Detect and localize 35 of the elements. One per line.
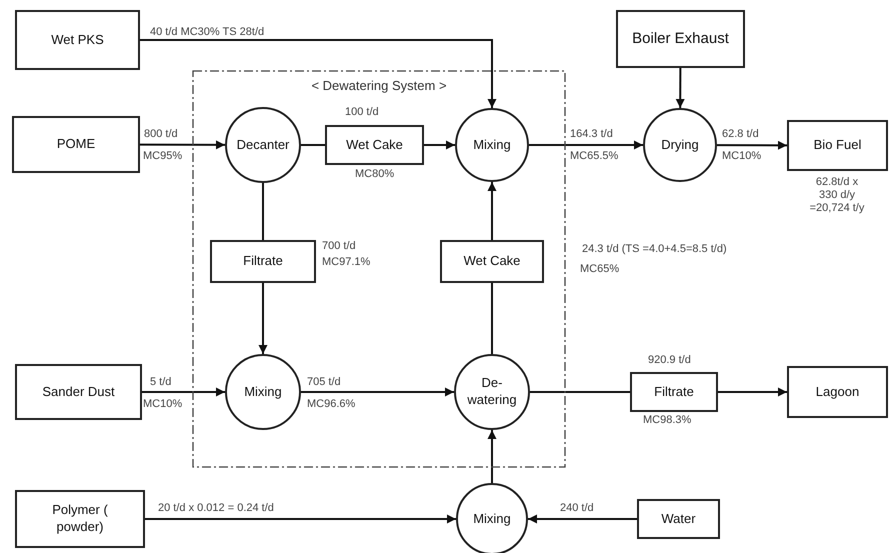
process-circle: Drying [643, 108, 717, 182]
process-circle: Mixing [455, 108, 529, 182]
process-box: Filtrate [630, 372, 718, 412]
flow-arrow [488, 182, 496, 240]
flow-arrow [488, 430, 496, 483]
process-box: Polymer ( powder) [15, 490, 145, 548]
process-box: Sander Dust [15, 364, 142, 420]
flow-arrow [140, 39, 496, 108]
flow-arrow [140, 140, 225, 150]
region-title: < Dewatering System > [310, 78, 448, 93]
process-box: Wet Cake [440, 240, 544, 283]
flow-arrow [528, 514, 637, 524]
flow-arrow [424, 140, 455, 150]
process-circle: Mixing [456, 483, 528, 553]
process-box: Filtrate [210, 240, 316, 283]
process-box: Lagoon [787, 366, 888, 418]
process-circle: Decanter [225, 107, 301, 183]
process-box: Wet Cake [325, 125, 424, 165]
process-box: Water [637, 499, 720, 539]
flow-arrow [258, 283, 268, 354]
process-box: Wet PKS [15, 10, 140, 70]
flow-arrow [717, 140, 787, 150]
process-box: POME [12, 116, 140, 173]
flow-arrow [718, 388, 787, 396]
process-circle: De- watering [454, 354, 530, 430]
flow-arrow [529, 140, 643, 150]
flow-arrow [142, 388, 225, 396]
process-box: Boiler Exhaust [616, 10, 745, 68]
flow-arrow [301, 388, 454, 396]
process-circle: Mixing [225, 354, 301, 430]
system-boundary [192, 70, 566, 468]
process-box: Bio Fuel [787, 120, 888, 171]
flow-annotation: 24.3 t/d (TS =4.0+4.5=8.5 t/d) [582, 243, 727, 256]
flow-arrow [676, 68, 685, 108]
flow-arrow [145, 514, 456, 524]
